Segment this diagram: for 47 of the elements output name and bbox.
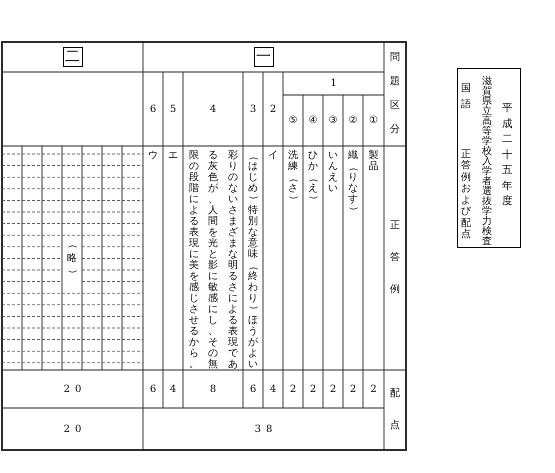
- score-value: 6: [248, 382, 261, 396]
- title-box: [457, 68, 521, 248]
- header-text: 問題区分: [389, 51, 401, 137]
- answer-text: る灰色が、人間を光と影に敏感にし、その無: [207, 150, 219, 370]
- answer-text: 洗練（さ）: [287, 150, 299, 205]
- question-number: 3: [248, 102, 261, 116]
- title-text: 国語: [460, 82, 472, 112]
- question-number: 1: [329, 77, 343, 91]
- question-number: 6: [148, 102, 161, 116]
- score-value: 2: [369, 382, 382, 396]
- score-value: 38: [254, 422, 278, 436]
- header-text: 正答例: [389, 219, 401, 297]
- score-value: 4: [268, 382, 281, 396]
- score-value: 20: [62, 382, 88, 396]
- score-value: 2: [348, 382, 361, 396]
- answer-text: ひか（え）: [307, 150, 319, 205]
- answer-text: エ: [167, 150, 179, 161]
- question-number: 5: [168, 102, 181, 116]
- score-value: 2: [328, 382, 341, 396]
- score-value: 2: [308, 382, 321, 396]
- question-number: ④: [308, 114, 321, 128]
- score-value: 4: [168, 382, 181, 396]
- omitted-note: （略）: [66, 238, 78, 282]
- question-number: ①: [368, 114, 382, 128]
- question-number: 4: [208, 102, 222, 116]
- answer-text: 彩りのないさまざまな明るさによる表現であ: [227, 150, 239, 370]
- section-number: 一: [254, 47, 274, 67]
- answer-text: イ: [267, 150, 279, 161]
- question-number: ③: [328, 114, 341, 128]
- header-text: 配点: [389, 387, 401, 433]
- answer-text: （はじめ）特別な意味（終わり）ほうがよい: [247, 150, 259, 370]
- question-number: ⑤: [288, 114, 301, 128]
- section-number: 二: [62, 47, 82, 67]
- title-text: 正答例および配点: [460, 149, 472, 241]
- question-number: ②: [348, 114, 361, 128]
- answer-text: いんえい: [327, 150, 339, 194]
- answer-text: 製品: [368, 150, 380, 172]
- score-value: 6: [148, 382, 161, 396]
- answer-text: ウ: [147, 150, 159, 161]
- score-value: 2: [288, 382, 301, 396]
- title-text: 平成二十五年度: [501, 101, 513, 209]
- question-number: 2: [268, 102, 281, 116]
- title-text: 滋賀県立高等学校入学者選抜学力検査: [481, 77, 493, 247]
- answer-text: 限の段階による表現に美を感じさせるから。: [188, 150, 200, 370]
- score-value: 8: [208, 382, 222, 396]
- score-value: 20: [62, 422, 88, 436]
- answer-text: 織（りなす）: [347, 150, 359, 216]
